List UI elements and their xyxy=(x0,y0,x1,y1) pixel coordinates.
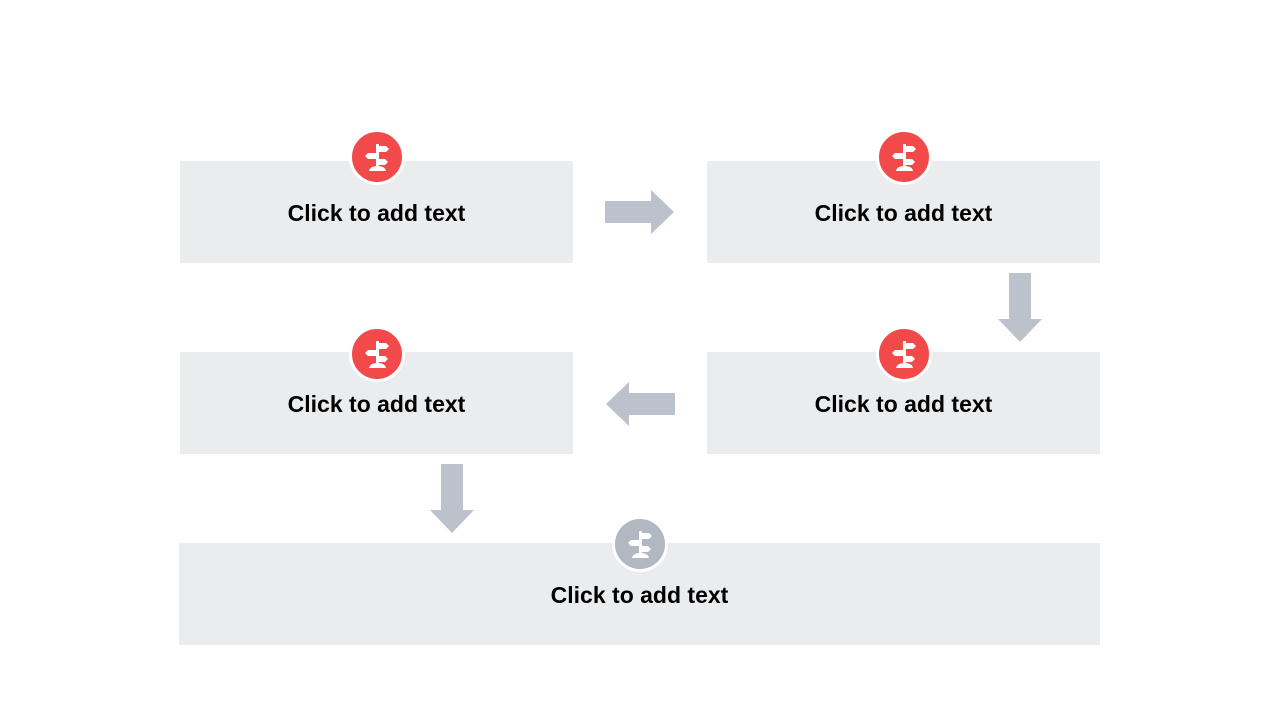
step-box-4[interactable]: Click to add text xyxy=(180,352,573,454)
step-label-3[interactable]: Click to add text xyxy=(814,390,993,417)
arrow-right-icon xyxy=(605,190,674,234)
step-label-5[interactable]: Click to add text xyxy=(550,581,729,608)
signpost-icon xyxy=(628,531,652,558)
signpost-icon xyxy=(365,144,389,171)
step-badge-3 xyxy=(876,326,932,382)
step-label-2[interactable]: Click to add text xyxy=(814,199,993,226)
signpost-icon xyxy=(892,341,916,368)
arrow-down-icon xyxy=(430,464,474,533)
step-badge-5 xyxy=(612,516,668,572)
step-label-4[interactable]: Click to add text xyxy=(287,390,466,417)
step-badge-4 xyxy=(349,326,405,382)
step-badge-1 xyxy=(349,129,405,185)
signpost-icon xyxy=(892,144,916,171)
step-box-2[interactable]: Click to add text xyxy=(707,161,1100,263)
step-badge-2 xyxy=(876,129,932,185)
arrow-down-icon xyxy=(998,273,1042,342)
step-label-1[interactable]: Click to add text xyxy=(287,199,466,226)
signpost-icon xyxy=(365,341,389,368)
arrow-left-icon xyxy=(606,382,675,426)
